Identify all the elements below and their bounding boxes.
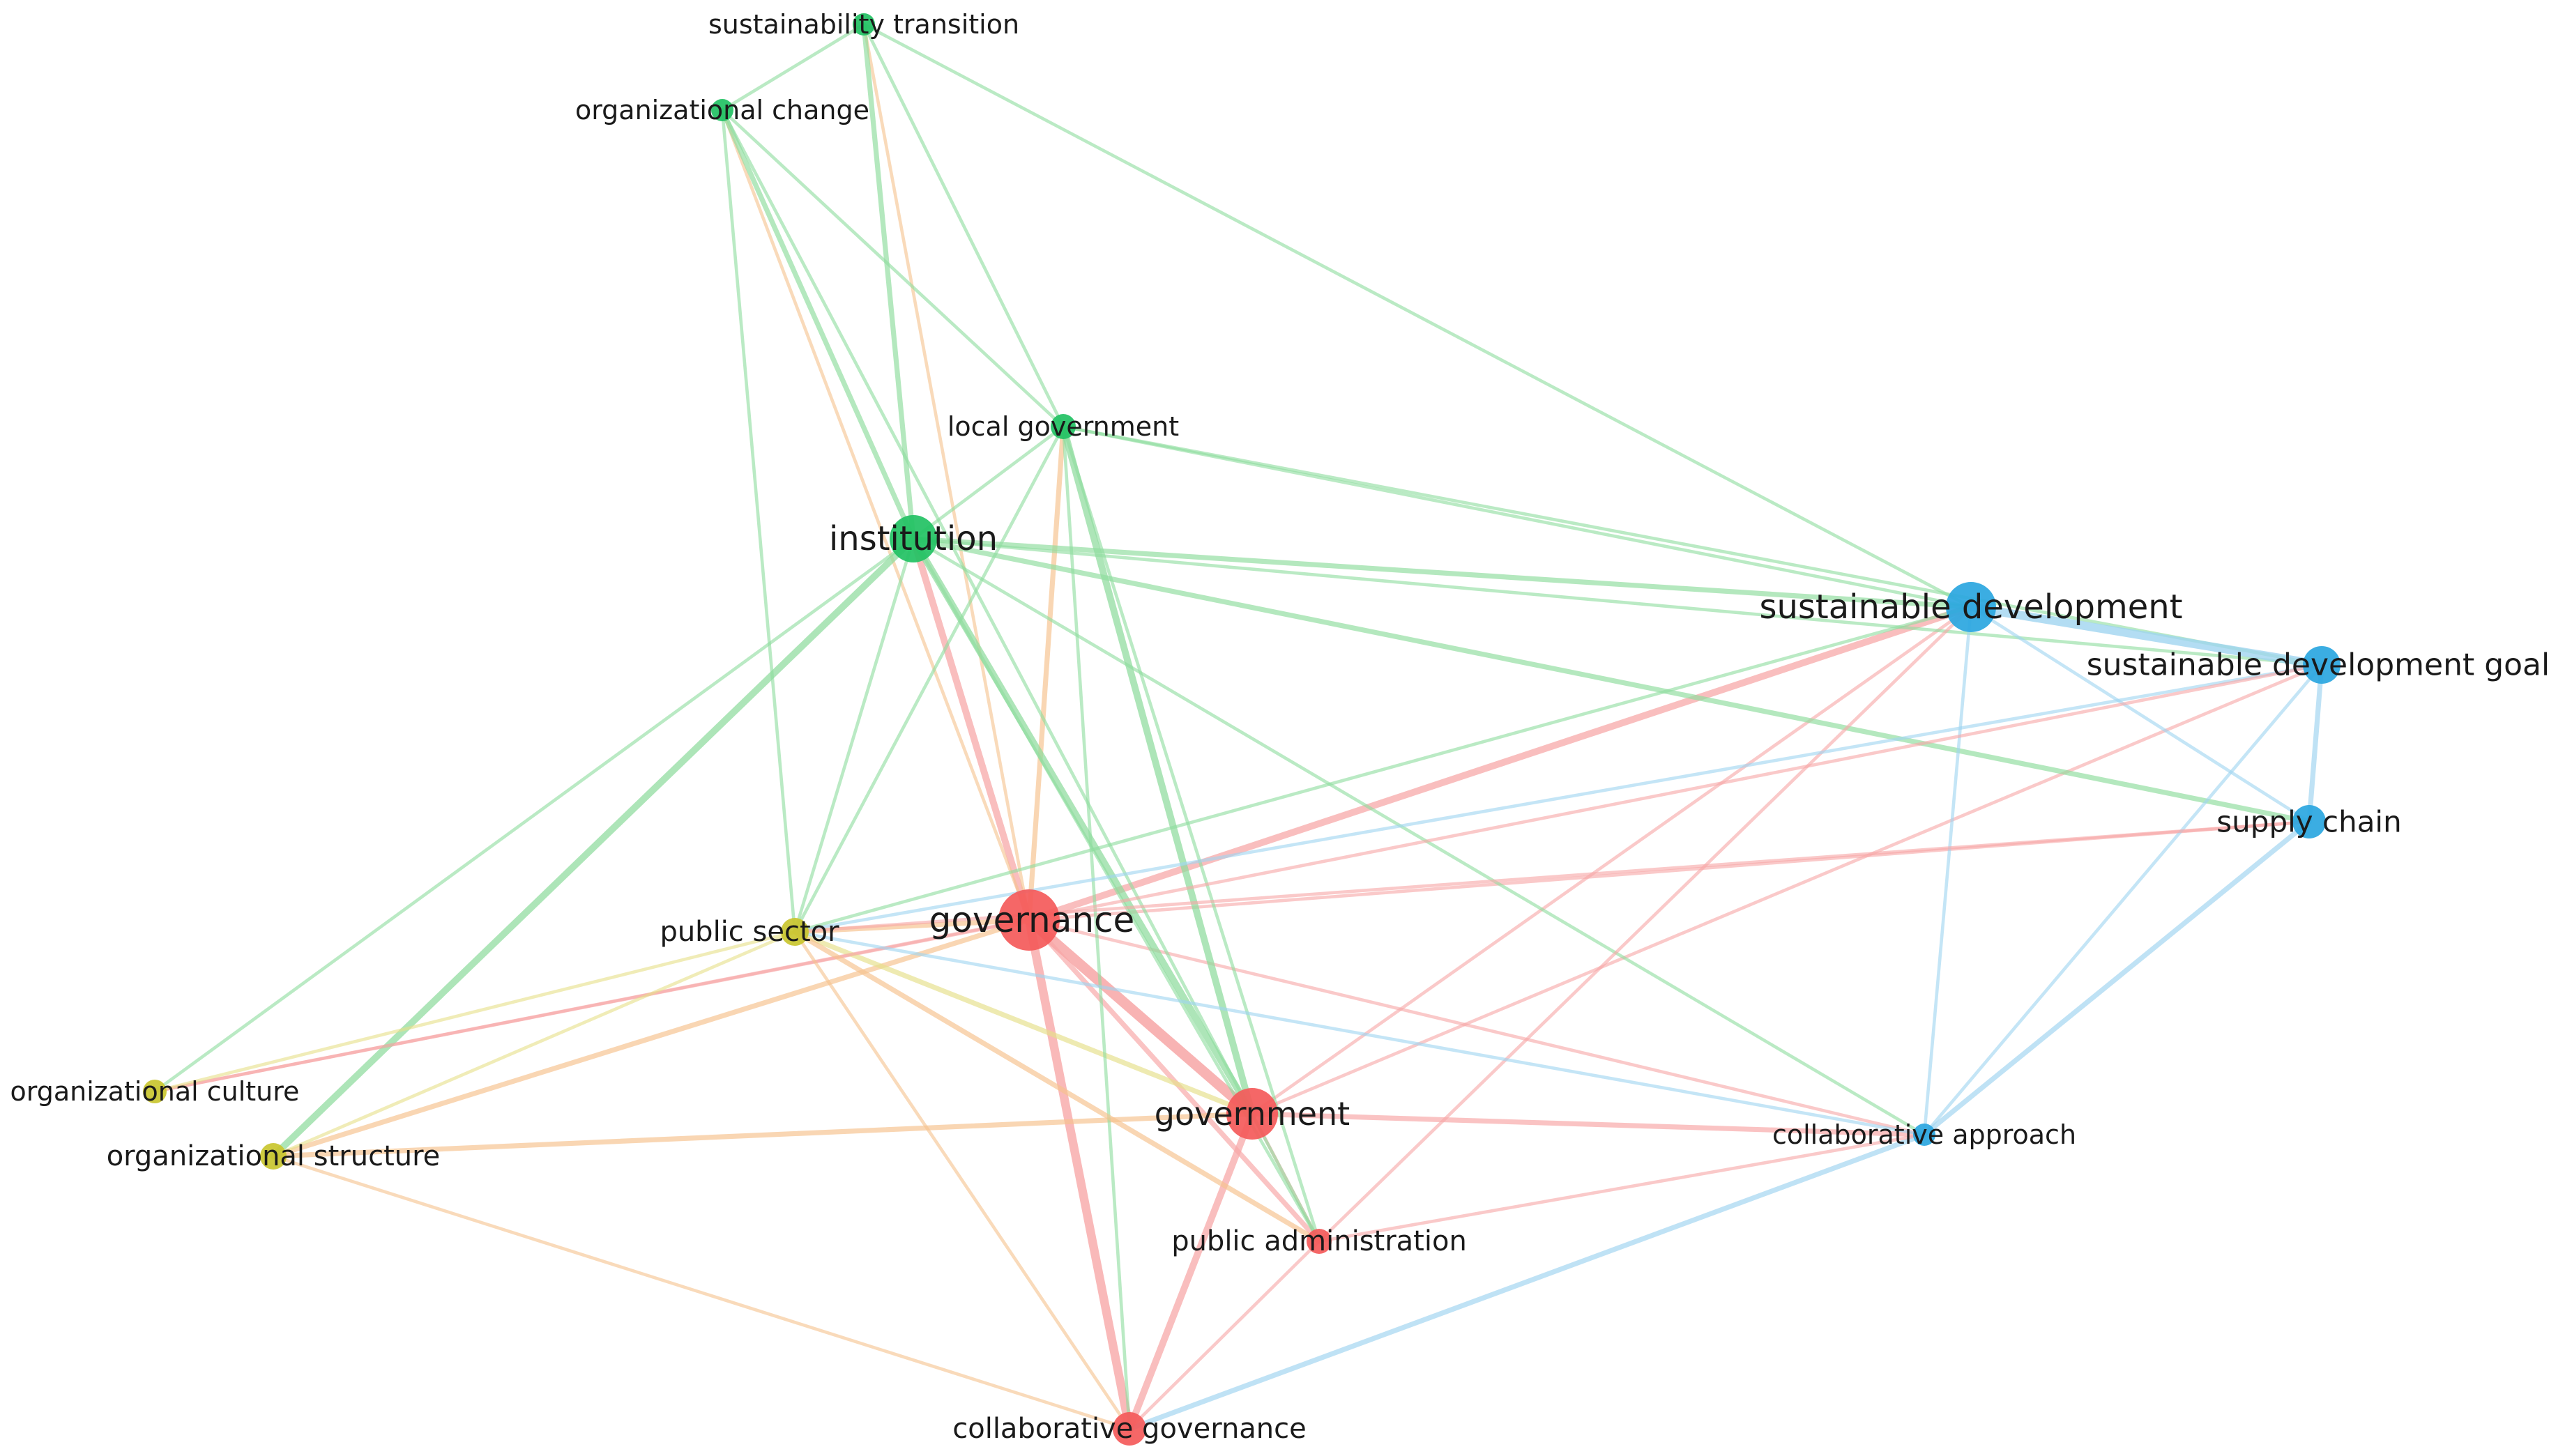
node-organizational-change[interactable] xyxy=(711,99,733,121)
label-organizational-structure[interactable]: organizational structure xyxy=(107,1140,441,1172)
label-organizational-change[interactable]: organizational change xyxy=(575,95,869,125)
edge-sustainable-development-public-administration xyxy=(1317,605,1973,1243)
labels-layer: sustainability transition organizational … xyxy=(10,9,2550,1445)
node-government[interactable] xyxy=(1226,1088,1278,1140)
edge-government-collaborative-governance xyxy=(1126,1110,1256,1432)
edge-public-sector-organizational-culture xyxy=(153,930,797,1094)
edge-collaborative-approach-public-administration xyxy=(1317,1133,1926,1243)
edge-institution-organizational-culture xyxy=(153,537,915,1094)
edge-sustainable-development-goal-organizational-culture xyxy=(153,663,2324,1094)
edge-governance-organizational-change xyxy=(720,108,1031,922)
edge-governance-institution xyxy=(910,535,1033,924)
edge-organizational-change-public-sector xyxy=(720,108,797,934)
nodes-layer xyxy=(143,13,2341,1446)
node-collaborative-approach[interactable] xyxy=(1913,1124,1935,1146)
edge-institution-organizational-change xyxy=(720,107,916,542)
edge-sustainable-development-goal-collaborative-approach xyxy=(1922,663,2324,1137)
edge-institution-supply-chain xyxy=(911,536,2312,825)
edge-sustainable-development-sustainable-development-goal xyxy=(1966,602,2327,670)
edge-institution-collaborative-approach xyxy=(911,537,1926,1137)
label-institution[interactable]: institution xyxy=(829,519,998,558)
edges-layer xyxy=(153,22,2327,1434)
edge-collaborative-approach-collaborative-governance xyxy=(1127,1132,1927,1432)
edge-government-local-government xyxy=(1060,423,1256,1117)
node-local-government[interactable] xyxy=(1051,414,1076,439)
edge-local-government-organizational-change xyxy=(720,108,1065,429)
edge-governance-collaborative-governance xyxy=(1024,915,1134,1434)
edge-supply-chain-collaborative-approach xyxy=(1921,819,2312,1137)
edge-organizational-structure-collaborative-governance xyxy=(271,1154,1132,1431)
edge-sustainability-transition-organizational-change xyxy=(720,22,866,112)
node-sustainability-transition[interactable] xyxy=(853,13,875,36)
edge-local-government-public-sector xyxy=(793,424,1065,934)
label-collaborative-approach[interactable]: collaborative approach xyxy=(1772,1119,2076,1150)
node-public-sector[interactable] xyxy=(781,918,809,946)
label-sustainable-development-goal[interactable]: sustainable development goal xyxy=(2087,647,2550,683)
edge-governance-government xyxy=(1023,914,1258,1119)
edge-governance-local-government xyxy=(1026,424,1066,923)
edge-local-government-collaborative-governance xyxy=(1061,424,1132,1431)
node-collaborative-governance[interactable] xyxy=(1113,1412,1146,1446)
edge-government-sustainable-development-goal xyxy=(1250,663,2324,1116)
edge-institution-organizational-structure xyxy=(270,535,917,1160)
edge-government-organizational-structure xyxy=(271,1111,1255,1159)
node-supply-chain[interactable] xyxy=(2292,805,2326,838)
edge-collaborative-approach-public-sector xyxy=(793,930,1926,1137)
edge-governance-organizational-structure xyxy=(271,917,1032,1159)
edge-government-sustainable-development xyxy=(1250,605,1973,1116)
label-sustainable-development[interactable]: sustainable development xyxy=(1759,588,2182,627)
edge-sustainable-development-goal-public-sector xyxy=(793,663,2324,934)
node-organizational-culture[interactable] xyxy=(143,1080,167,1103)
edge-institution-sustainable-development-goal xyxy=(911,537,2324,667)
label-collaborative-governance[interactable]: collaborative governance xyxy=(952,1413,1307,1445)
node-institution[interactable] xyxy=(890,515,937,562)
edge-government-public-sector xyxy=(792,929,1255,1117)
node-sustainable-development[interactable] xyxy=(1946,582,1996,632)
label-supply-chain[interactable]: supply chain xyxy=(2216,805,2401,839)
edge-organizational-change-public-administration xyxy=(720,108,1321,1243)
label-organizational-culture[interactable]: organizational culture xyxy=(10,1076,300,1107)
label-public-sector[interactable]: public sector xyxy=(660,916,839,948)
label-local-government[interactable]: local government xyxy=(947,411,1179,442)
edge-sustainable-development-supply-chain xyxy=(1969,605,2311,824)
edge-sustainability-transition-sustainable-development xyxy=(862,22,1973,609)
edge-government-collaborative-approach xyxy=(1249,1111,1927,1137)
edge-public-administration-collaborative-governance xyxy=(1127,1239,1321,1431)
edge-governance-sustainability-transition xyxy=(862,22,1031,922)
node-sustainable-development-goal[interactable] xyxy=(2303,646,2341,684)
edge-institution-sustainable-development xyxy=(911,536,1974,610)
edge-institution-public-sector xyxy=(793,537,915,934)
edge-institution-sustainability-transition xyxy=(861,22,916,542)
label-sustainability-transition[interactable]: sustainability transition xyxy=(708,9,1019,40)
edge-sustainable-development-public-sector xyxy=(793,605,1973,934)
edge-local-government-sustainability-transition xyxy=(862,22,1065,429)
node-public-administration[interactable] xyxy=(1307,1229,1332,1254)
edge-sustainable-development-goal-supply-chain xyxy=(2306,662,2324,825)
edge-public-sector-organizational-structure xyxy=(271,930,797,1158)
label-governance[interactable]: governance xyxy=(929,900,1135,940)
node-governance[interactable] xyxy=(998,889,1060,951)
label-public-administration[interactable]: public administration xyxy=(1171,1225,1467,1257)
edge-governance-collaborative-approach xyxy=(1027,918,1926,1137)
edge-local-government-sustainable-development-goal xyxy=(1061,424,2324,667)
edge-public-sector-public-administration xyxy=(792,929,1322,1244)
edge-sustainable-development-collaborative-approach xyxy=(1922,605,1973,1137)
node-organizational-structure[interactable] xyxy=(260,1143,287,1170)
edge-public-sector-collaborative-governance xyxy=(793,930,1132,1431)
label-government[interactable]: government xyxy=(1155,1095,1350,1133)
